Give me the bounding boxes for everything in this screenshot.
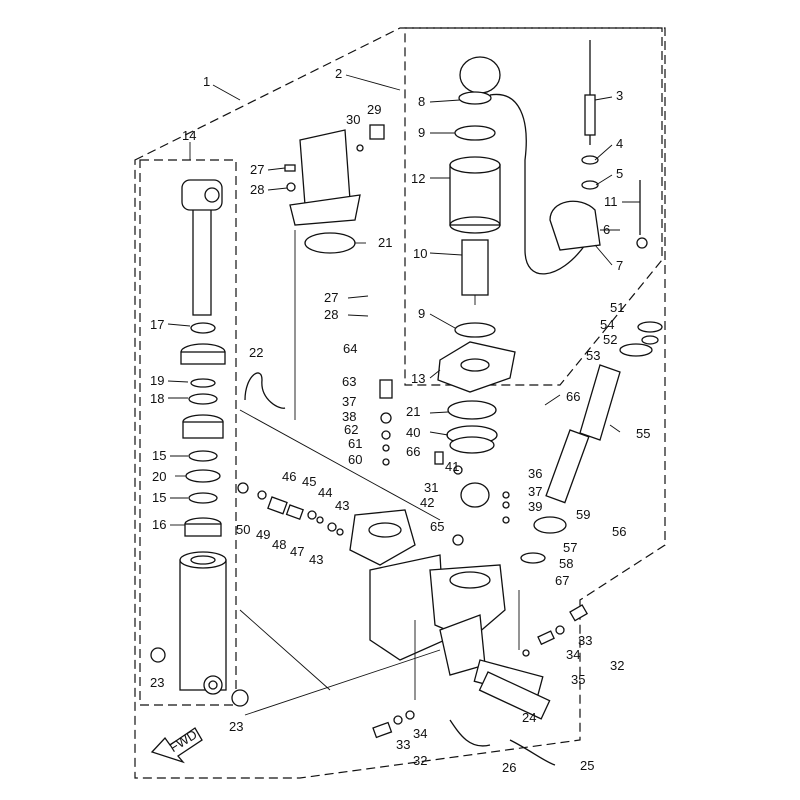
callout-66a: 66 (566, 389, 580, 404)
callout-32a: 32 (610, 658, 624, 673)
callout-4: 4 (616, 136, 623, 151)
callout-8: 8 (418, 94, 425, 109)
callout-labels: 1 2 3 4 5 6 7 8 9 9 10 11 12 13 14 15 15… (150, 66, 650, 775)
callout-6: 6 (603, 222, 610, 237)
callout-24: 24 (522, 710, 536, 725)
callout-37b: 37 (528, 484, 542, 499)
tilt-cylinder-assembly (150, 179, 249, 707)
callout-11: 11 (604, 194, 618, 209)
callout-44: 44 (318, 485, 332, 500)
callout-18: 18 (150, 391, 164, 406)
callout-34b: 34 (413, 726, 427, 741)
callout-48: 48 (272, 537, 286, 552)
callout-16: 16 (152, 517, 166, 532)
callout-47: 47 (290, 544, 304, 559)
pump-manifold (349, 379, 544, 699)
callout-35: 35 (571, 672, 585, 687)
fwd-arrow-icon: FWD (150, 727, 203, 764)
callout-17: 17 (150, 317, 164, 332)
callout-21b: 21 (406, 404, 420, 419)
callout-23b: 23 (229, 719, 243, 734)
callout-40: 40 (406, 425, 420, 440)
callout-12: 12 (411, 171, 425, 186)
motor-assembly (437, 40, 648, 393)
callout-59: 59 (576, 507, 590, 522)
callout-54: 54 (600, 317, 614, 332)
callout-9b: 9 (418, 306, 425, 321)
callout-66b: 66 (406, 444, 420, 459)
callout-60: 60 (348, 452, 362, 467)
callout-67: 67 (555, 573, 569, 588)
callout-43a: 43 (335, 498, 349, 513)
callout-9a: 9 (418, 125, 425, 140)
leader-lines (167, 74, 640, 716)
callout-39: 39 (528, 499, 542, 514)
callout-3: 3 (616, 88, 623, 103)
callout-55: 55 (636, 426, 650, 441)
callout-29: 29 (367, 102, 381, 117)
callout-38: 38 (342, 409, 356, 424)
callout-34a: 34 (566, 647, 580, 662)
callout-27b: 27 (324, 290, 338, 305)
group-boundary-14 (139, 159, 237, 706)
group-boundary-1 (134, 27, 666, 779)
callout-57: 57 (563, 540, 577, 555)
hoses-and-fittings (244, 372, 589, 766)
callout-62: 62 (344, 422, 358, 437)
callout-10: 10 (413, 246, 427, 261)
callout-63: 63 (342, 374, 356, 389)
callout-5: 5 (616, 166, 623, 181)
callout-50: 50 (236, 522, 250, 537)
callout-13: 13 (411, 371, 425, 386)
callout-52: 52 (603, 332, 617, 347)
callout-26: 26 (502, 760, 516, 775)
callout-22: 22 (249, 345, 263, 360)
callout-46: 46 (282, 469, 296, 484)
callout-30: 30 (346, 112, 360, 127)
callout-32b: 32 (413, 753, 427, 768)
callout-7: 7 (616, 258, 623, 273)
callout-61: 61 (348, 436, 362, 451)
callout-65: 65 (430, 519, 444, 534)
callout-43b: 43 (309, 552, 323, 567)
callout-1: 1 (203, 74, 210, 89)
callout-2: 2 (335, 66, 342, 81)
callout-37a: 37 (342, 394, 356, 409)
callout-27a: 27 (250, 162, 264, 177)
callout-64: 64 (343, 341, 357, 356)
callout-42: 42 (420, 495, 434, 510)
callout-41: 41 (445, 459, 459, 474)
callout-53: 53 (586, 348, 600, 363)
callout-58: 58 (559, 556, 573, 571)
callout-21a: 21 (378, 235, 392, 250)
callout-19: 19 (150, 373, 164, 388)
callout-14: 14 (182, 128, 196, 143)
callout-25: 25 (580, 758, 594, 773)
callout-33b: 33 (396, 737, 410, 752)
callout-28b: 28 (324, 307, 338, 322)
reservoir-tank (284, 124, 385, 254)
callout-31: 31 (424, 480, 438, 495)
callout-36: 36 (528, 466, 542, 481)
callout-51: 51 (610, 300, 624, 315)
trim-ram-parts (502, 321, 663, 564)
callout-45: 45 (302, 474, 316, 489)
callout-20: 20 (152, 469, 166, 484)
callout-23a: 23 (150, 675, 164, 690)
manual-valve-parts (237, 482, 344, 536)
callout-49: 49 (256, 527, 270, 542)
callout-28a: 28 (250, 182, 264, 197)
callout-33a: 33 (578, 633, 592, 648)
callout-15b: 15 (152, 490, 166, 505)
callout-15a: 15 (152, 448, 166, 463)
callout-56: 56 (612, 524, 626, 539)
group-boundary-2 (404, 27, 663, 386)
